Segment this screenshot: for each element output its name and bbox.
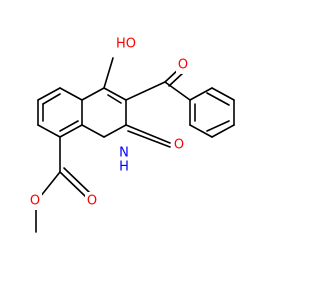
pyr-bond-4 <box>103 124 127 138</box>
ketone-bond-b <box>168 71 185 87</box>
benzo-bond-4 <box>59 124 83 138</box>
bond-layer <box>35 57 235 233</box>
c2-o-bond <box>125 124 171 144</box>
pyr-bond-5 <box>81 124 105 138</box>
benzo-bond-2 <box>59 87 83 101</box>
co-ph-bond <box>164 81 191 101</box>
c3-co-bond <box>125 81 166 101</box>
ketone-oxygen-label: O <box>178 58 188 73</box>
c2-o-bond-double <box>127 130 171 148</box>
hydroxyl-label: HO <box>116 37 136 52</box>
ester-ether-oxygen-label: O <box>30 194 40 209</box>
benzo-inner-3 <box>59 120 79 132</box>
ring-carbonyl-oxygen-label: O <box>174 138 184 153</box>
ph-bond-1 <box>189 87 213 101</box>
nh-nitrogen-label: N <box>119 146 129 161</box>
ester-carbonyl-oxygen-label: O <box>87 194 97 209</box>
pyr-inner-1 <box>107 94 122 104</box>
ester-c-o-bond-b <box>63 167 91 194</box>
ester-c-o-bond-a <box>59 171 87 198</box>
pyr-bond-1 <box>81 87 105 101</box>
pyr-bond-2 <box>103 87 127 101</box>
benzo-bond-5 <box>37 124 61 138</box>
benzo-bond-1 <box>37 87 61 101</box>
ester-c-oc-bond <box>39 171 61 198</box>
ph-bond-2 <box>211 87 235 101</box>
atom-label-layer: HO O O N H O O <box>28 35 190 210</box>
nh-hydrogen-label: H <box>119 160 129 175</box>
ph-bond-4 <box>211 124 235 138</box>
c4-oh-bond <box>103 57 114 89</box>
ph-inner-2 <box>206 120 230 132</box>
ph-inner-1 <box>206 92 230 106</box>
ph-bond-5 <box>189 124 213 138</box>
benzo-inner-1 <box>42 93 61 105</box>
molecule-diagram: HO O O N H O O <box>28 35 235 233</box>
